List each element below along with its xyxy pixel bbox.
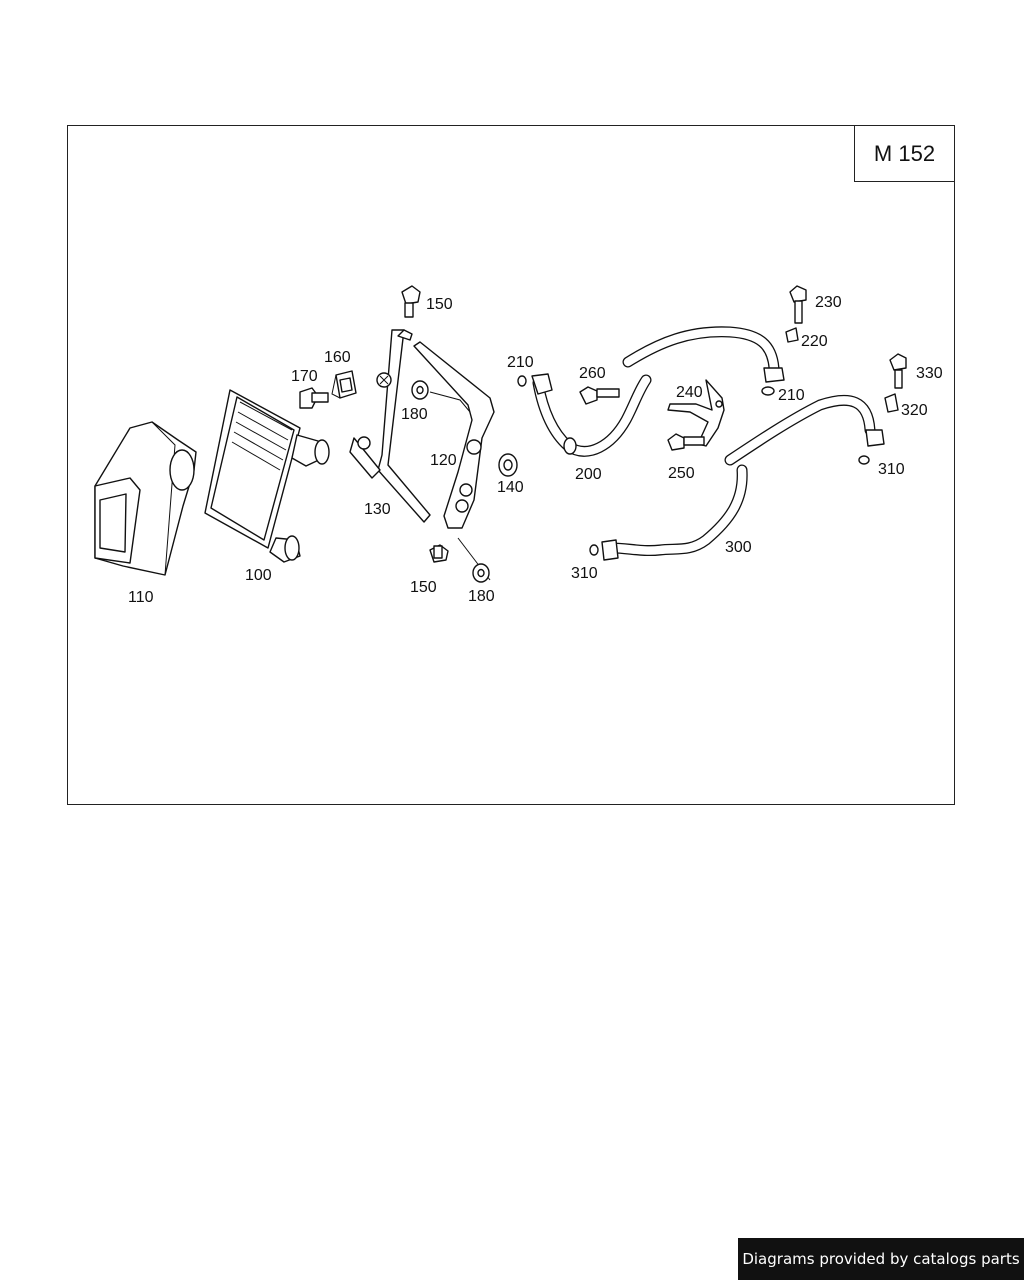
model-label: M 152 xyxy=(854,125,955,182)
callout-200: 200 xyxy=(575,466,602,483)
part-220-clamp xyxy=(785,327,799,343)
part-230-bolt xyxy=(789,285,807,324)
callout-100: 100 xyxy=(245,567,272,584)
callout-150-bottom: 150 xyxy=(410,579,437,596)
part-260-bolt xyxy=(579,386,620,405)
callout-170: 170 xyxy=(291,368,318,385)
callout-310-right: 310 xyxy=(878,461,905,478)
part-150-bolt-bottom xyxy=(429,544,449,563)
callout-310-left: 310 xyxy=(571,565,598,582)
callout-180-bottom: 180 xyxy=(468,588,495,605)
part-130-bracket xyxy=(349,329,431,523)
part-110-air-duct xyxy=(94,421,197,576)
callout-180-top: 180 xyxy=(401,406,428,423)
part-160-clip xyxy=(331,370,357,399)
part-310-seal-left xyxy=(589,544,599,556)
callout-150-top: 150 xyxy=(426,296,453,313)
callout-260: 260 xyxy=(579,365,606,382)
callout-230: 230 xyxy=(815,294,842,311)
part-250-bolt xyxy=(667,433,705,451)
callout-250: 250 xyxy=(668,465,695,482)
part-210-seal-left xyxy=(517,375,527,387)
callout-210-left: 210 xyxy=(507,354,534,371)
part-100-intercooler xyxy=(204,389,330,563)
part-150-bolt-top xyxy=(401,285,421,318)
callout-320: 320 xyxy=(901,402,928,419)
part-200-hose xyxy=(531,373,652,457)
part-300-hose xyxy=(601,394,885,561)
footer-credit-text: Diagrams provided by catalogs parts xyxy=(742,1250,1020,1268)
callout-120: 120 xyxy=(430,452,457,469)
callout-130: 130 xyxy=(364,501,391,518)
callout-160: 160 xyxy=(324,349,351,366)
part-240-bracket xyxy=(667,379,725,447)
callout-220: 220 xyxy=(801,333,828,350)
part-320-clamp xyxy=(884,393,899,413)
callout-110: 110 xyxy=(128,589,154,606)
part-180-nut-bottom xyxy=(472,563,490,583)
part-140-grommet xyxy=(498,453,518,477)
callout-240: 240 xyxy=(676,384,703,401)
part-310-seal-right xyxy=(858,455,870,465)
callout-210-right: 210 xyxy=(778,387,805,404)
callout-330: 330 xyxy=(916,365,943,382)
callout-300: 300 xyxy=(725,539,752,556)
part-180-nut-top xyxy=(411,380,429,400)
part-330-bolt xyxy=(889,353,907,389)
part-170-bolt xyxy=(299,387,329,409)
callout-140: 140 xyxy=(497,479,524,496)
part-pipe-upper xyxy=(622,326,785,383)
footer-credit-badge: Diagrams provided by catalogs parts xyxy=(738,1238,1024,1280)
part-210-seal-right xyxy=(761,386,775,396)
